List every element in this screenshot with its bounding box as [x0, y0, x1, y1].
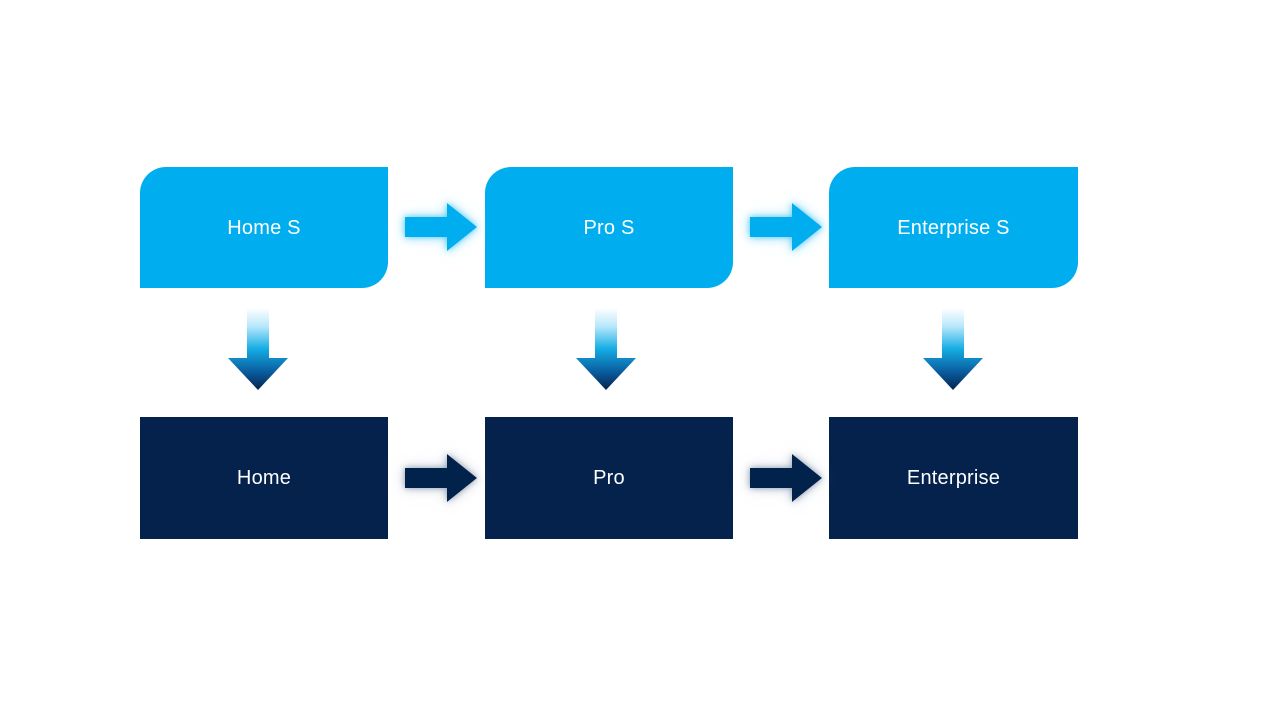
arrow-right-icon [403, 450, 479, 506]
tier-card-label: Enterprise S [897, 216, 1010, 239]
tier-card-enterprise[interactable]: Enterprise [829, 417, 1078, 539]
arrow-down-icon [225, 308, 291, 392]
tier-card-label: Pro S [583, 216, 635, 239]
tier-card-home-s[interactable]: Home S [140, 167, 388, 288]
tier-card-label: Pro [593, 467, 625, 489]
arrow-right-icon [403, 199, 479, 255]
tier-card-home[interactable]: Home [140, 417, 388, 539]
tier-card-pro-s[interactable]: Pro S [485, 167, 733, 288]
arrow-right-icon [748, 199, 824, 255]
tier-card-label: Home [236, 467, 292, 489]
arrow-right-icon [748, 450, 824, 506]
arrow-down-icon [920, 308, 986, 392]
tier-card-label: Enterprise [906, 467, 1001, 489]
tier-card-pro[interactable]: Pro [485, 417, 733, 539]
tier-card-label: Home S [227, 216, 301, 239]
tier-card-enterprise-s[interactable]: Enterprise S [829, 167, 1078, 288]
arrow-down-icon [573, 308, 639, 392]
